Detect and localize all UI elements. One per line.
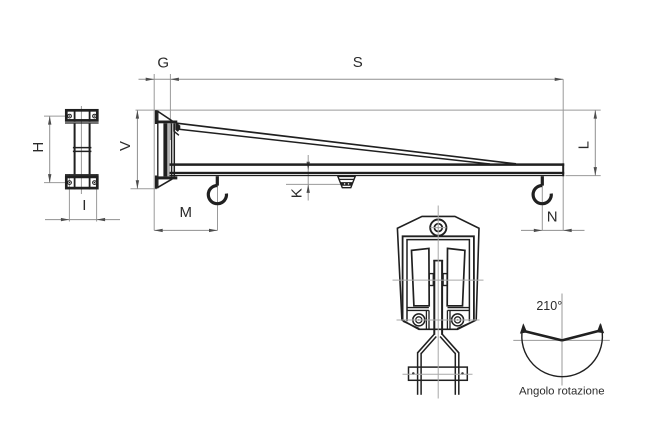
svg-text:K: K [289,188,306,198]
svg-text:M: M [180,204,193,221]
svg-text:G: G [157,54,169,71]
svg-text:N: N [547,209,558,226]
svg-text:S: S [353,54,363,71]
svg-text:210°: 210° [536,299,562,313]
svg-text:L: L [576,141,593,149]
svg-text:V: V [117,141,134,151]
svg-text:H: H [30,142,47,153]
svg-text:I: I [82,197,86,214]
svg-text:Angolo rotazione: Angolo rotazione [519,386,605,398]
